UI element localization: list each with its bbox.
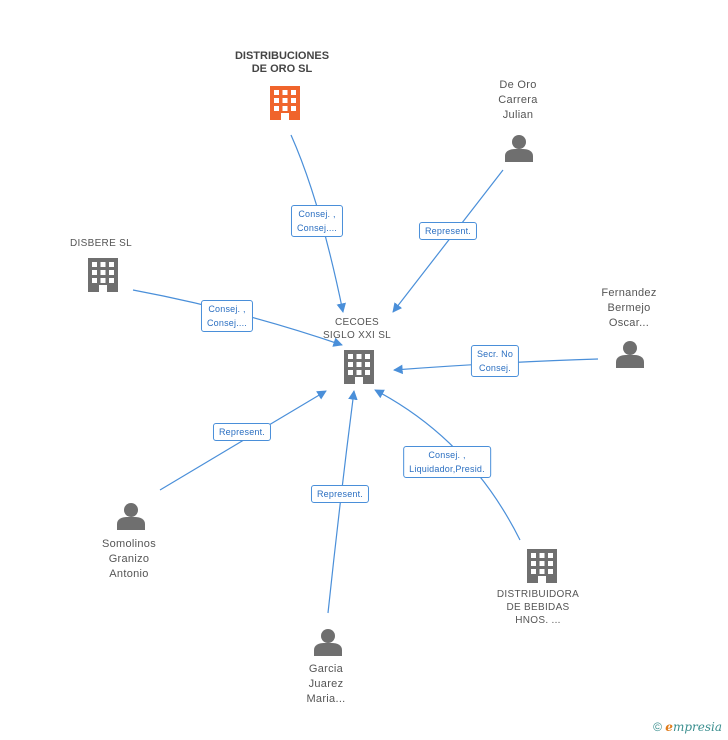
node-label-distribuidora-bebidas[interactable]: DISTRIBUIDORA DE BEBIDAS HNOS. ... (496, 589, 580, 626)
node-label-fernandez-bermejo[interactable]: Fernandez Bermejo Oscar... (601, 287, 657, 329)
edge-label-distribuciones-oro[interactable]: Consej. , Consej.... (290, 205, 344, 237)
building-icon-highlight[interactable] (270, 86, 300, 120)
edge-label-somolinos[interactable]: Represent. (212, 423, 272, 441)
person-icon[interactable] (314, 629, 342, 656)
edge-label-de-oro-carrera[interactable]: Represent. (418, 222, 478, 240)
copyright-icon: © (653, 720, 662, 734)
copyright-footer: © empresia (653, 720, 722, 734)
edge-label-distribuidora-bebidas[interactable]: Consej. , Liquidador,Presid. (403, 446, 491, 478)
node-label-garcia-juarez[interactable]: Garcia Juarez Maria... (306, 663, 346, 705)
edge-label-disbere[interactable]: Consej. , Consej.... (200, 300, 254, 332)
building-icon[interactable] (88, 258, 118, 292)
empresia-logo[interactable]: empresia (665, 720, 722, 734)
building-icon[interactable] (344, 350, 374, 384)
node-label-de-oro-carrera[interactable]: De Oro Carrera Julian (498, 79, 538, 121)
node-label-somolinos[interactable]: Somolinos Granizo Antonio (101, 538, 157, 580)
node-label-disbere[interactable]: DISBERE SL (70, 238, 132, 249)
edge-label-garcia-juarez[interactable]: Represent. (310, 485, 370, 503)
building-icon[interactable] (527, 549, 557, 583)
person-icon[interactable] (505, 135, 533, 162)
node-label-center[interactable]: CECOES SIGLO XXI SL (322, 317, 392, 341)
edge-de-oro-carrera (392, 169, 504, 313)
person-icon[interactable] (616, 341, 644, 368)
edge-label-fernandez-bermejo[interactable]: Secr. No Consej. (470, 345, 520, 377)
node-label-distribuciones-oro[interactable]: DISTRIBUCIONES DE ORO SL (234, 50, 330, 75)
person-icon[interactable] (117, 503, 145, 530)
